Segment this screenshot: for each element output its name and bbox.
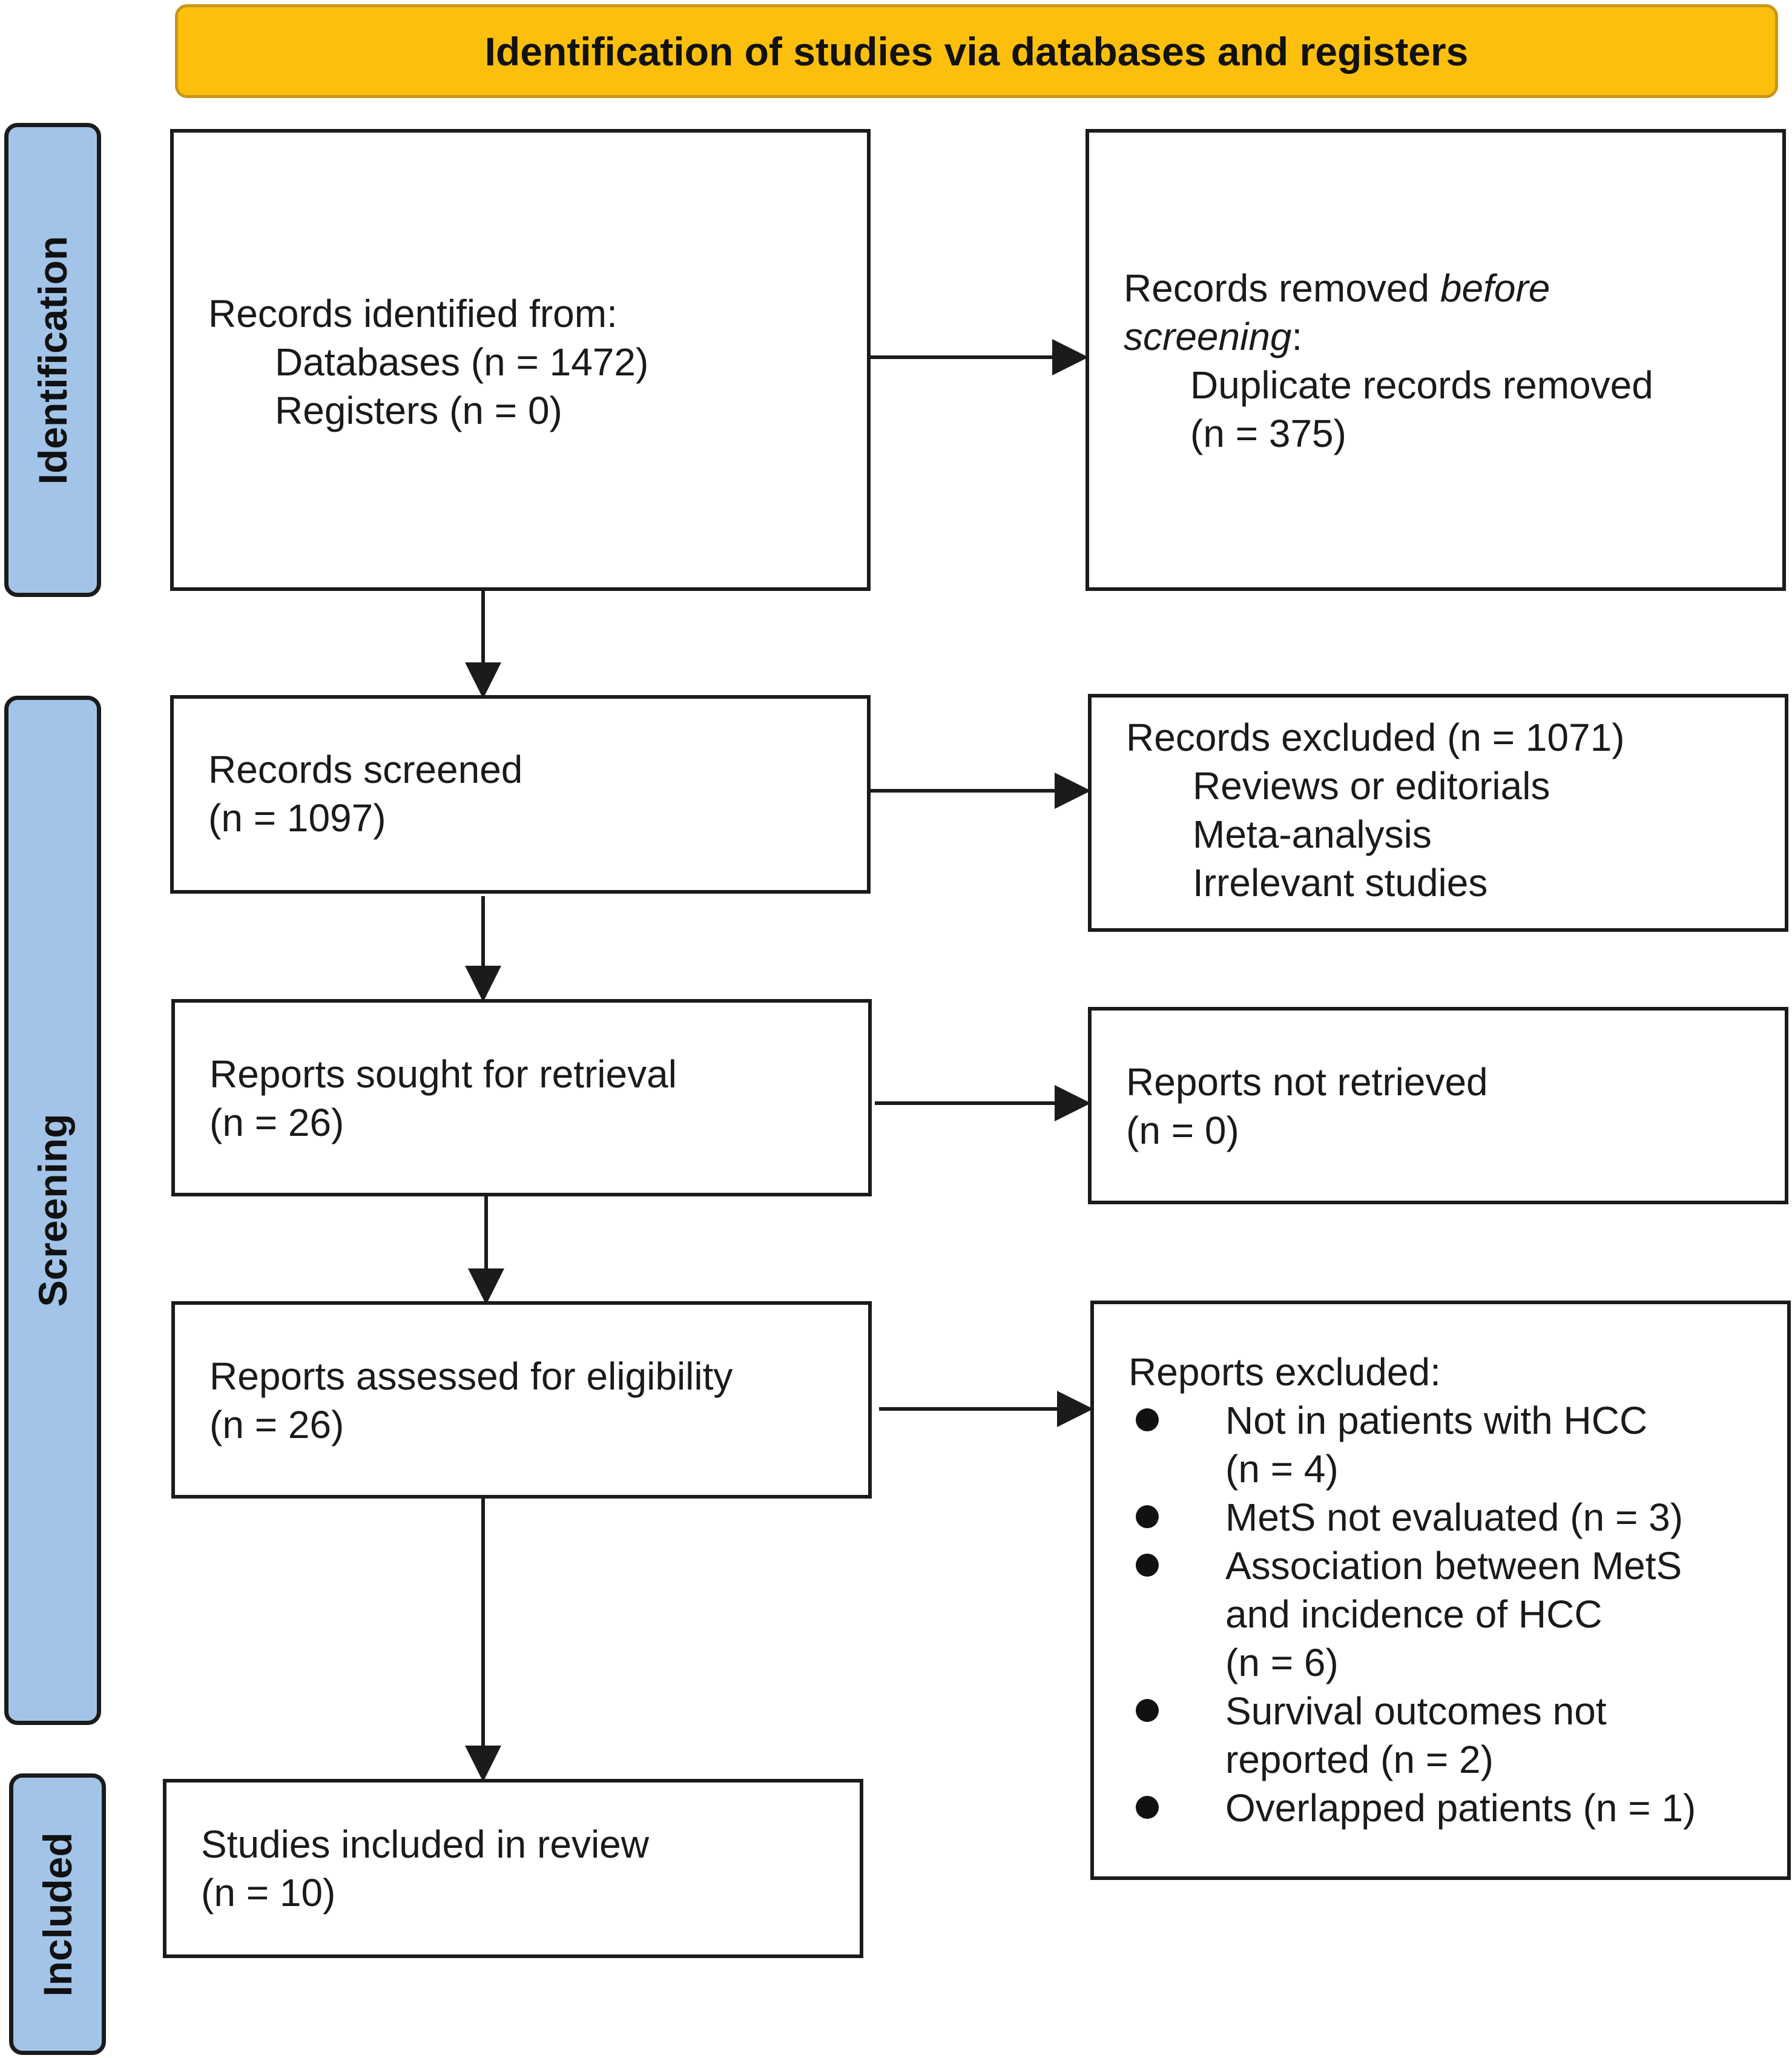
reports-excluded-item: Overlapped patients (n = 1) (1128, 1784, 1696, 1832)
reports-excluded-title: Reports excluded: (1128, 1350, 1441, 1394)
header-title: Identification of studies via databases … (484, 28, 1469, 74)
records-excluded-item: Meta-analysis (1193, 813, 1432, 856)
studies-included-title: Studies included in review (201, 1822, 649, 1866)
records-excluded-box (1088, 694, 1788, 932)
reports-not-retrieved-box (1088, 1007, 1788, 1204)
records-identified-text: Records identified from: Databases (n = … (208, 289, 648, 435)
reports-excluded-item: Association between MetS and incidence o… (1128, 1542, 1696, 1687)
reports-excluded-item: Survival outcomes not reported (n = 2) (1128, 1687, 1696, 1784)
reports-assessed-title: Reports assessed for eligibility (209, 1354, 733, 1398)
records-removed-title-colon: : (1291, 315, 1303, 358)
reports-sought-box (171, 999, 872, 1196)
bullet-icon (1136, 1699, 1159, 1722)
records-removed-title-italic: before (1440, 266, 1550, 310)
records-screened-box (170, 695, 871, 894)
bullet-icon (1136, 1408, 1159, 1431)
records-screened-text: Records screened (n = 1097) (208, 745, 522, 842)
records-excluded-item: Irrelevant studies (1193, 861, 1488, 905)
reports-not-retrieved-n: (n = 0) (1126, 1109, 1239, 1152)
reports-excluded-box (1090, 1301, 1791, 1880)
records-identified-box (170, 129, 871, 591)
records-screened-n: (n = 1097) (208, 796, 386, 840)
records-removed-title-pre: Records removed (1124, 266, 1440, 310)
records-removed-duplicates-n: (n = 375) (1190, 412, 1346, 455)
records-removed-title-line2: screening (1124, 315, 1292, 358)
bullet-icon (1136, 1554, 1159, 1577)
records-identified-databases: Databases (n = 1472) (275, 340, 649, 384)
records-excluded-title: Records excluded (n = 1071) (1126, 716, 1625, 759)
studies-included-text: Studies included in review (n = 10) (201, 1820, 649, 1917)
bullet-icon (1136, 1505, 1159, 1528)
reports-sought-title: Reports sought for retrieval (209, 1052, 677, 1096)
reports-sought-n: (n = 26) (209, 1101, 344, 1144)
reports-assessed-box (171, 1301, 872, 1499)
bullet-icon (1136, 1796, 1159, 1819)
header-banner: Identification of studies via databases … (175, 4, 1778, 98)
studies-included-box (163, 1779, 863, 1958)
records-screened-title: Records screened (208, 748, 523, 791)
phase-included: Included (9, 1773, 106, 2055)
reports-not-retrieved-text: Reports not retrieved (n = 0) (1126, 1058, 1488, 1155)
reports-not-retrieved-title: Reports not retrieved (1126, 1060, 1488, 1104)
records-excluded-item: Reviews or editorials (1193, 764, 1550, 808)
records-removed-text: Records removed before screening: Duplic… (1124, 264, 1653, 458)
records-identified-registers: Registers (n = 0) (275, 389, 562, 432)
reports-sought-text: Reports sought for retrieval (n = 26) (209, 1050, 677, 1147)
reports-excluded-item: MetS not evaluated (n = 3) (1128, 1493, 1696, 1542)
reports-assessed-text: Reports assessed for eligibility (n = 26… (209, 1352, 733, 1449)
phase-screening: Screening (4, 696, 101, 1725)
records-excluded-text: Records excluded (n = 1071) Reviews or e… (1126, 713, 1625, 907)
records-identified-title: Records identified from: (208, 292, 618, 335)
reports-assessed-n: (n = 26) (209, 1403, 344, 1446)
phase-identification: Identification (4, 123, 101, 597)
studies-included-n: (n = 10) (201, 1871, 336, 1915)
records-removed-duplicates: Duplicate records removed (1190, 363, 1653, 407)
reports-excluded-item: Not in patients with HCC (n = 4) (1128, 1396, 1696, 1493)
reports-excluded-text: Reports excluded: Not in patients with H… (1128, 1348, 1696, 1832)
